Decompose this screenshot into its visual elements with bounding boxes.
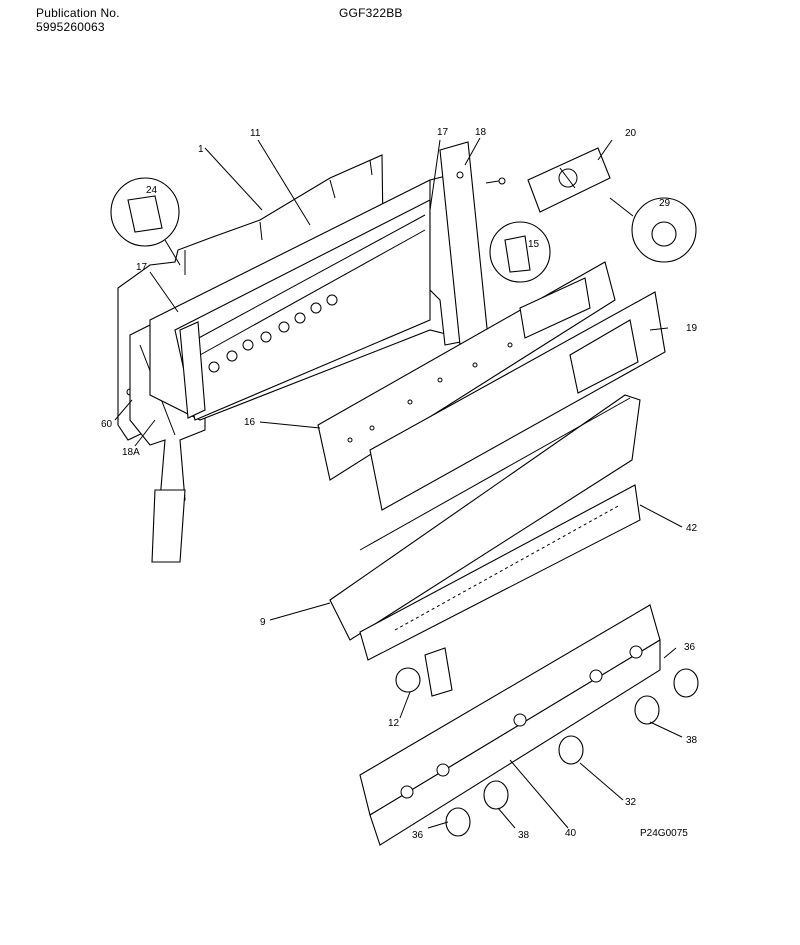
part-control-panel-40 xyxy=(359,604,661,846)
callout-labels: 1 11 17 18 20 24 15 29 17 19 60 18A 16 4… xyxy=(101,127,698,841)
part-overlay-19 xyxy=(369,291,666,511)
publication-number: 5995260063 xyxy=(36,20,105,34)
part-knob-29 xyxy=(609,197,697,263)
part-knob xyxy=(445,668,699,837)
callout-40: 40 xyxy=(565,828,577,839)
callout-29: 29 xyxy=(659,198,671,209)
callout-11: 11 xyxy=(250,128,261,139)
callout-42: 42 xyxy=(686,523,698,534)
callout-18: 18 xyxy=(475,127,487,138)
part-vent-strip-42 xyxy=(359,484,641,661)
callout-36-left: 36 xyxy=(412,830,424,841)
callout-32: 32 xyxy=(625,797,637,808)
callout-18a: 18A xyxy=(122,447,140,458)
part-spark-switch xyxy=(395,647,453,697)
callout-19: 19 xyxy=(686,323,698,334)
callout-17-left: 17 xyxy=(136,262,148,273)
callout-36-right: 36 xyxy=(684,642,696,653)
callout-1: 1 xyxy=(198,144,204,155)
part-side-bracket xyxy=(129,319,206,563)
callout-38-right: 38 xyxy=(686,735,698,746)
part-clip xyxy=(489,221,551,283)
callout-60: 60 xyxy=(101,419,113,430)
callout-12: 12 xyxy=(388,718,400,729)
callout-16: 16 xyxy=(244,417,256,428)
callout-24: 24 xyxy=(146,185,158,196)
callout-9: 9 xyxy=(260,617,266,628)
part-control-panel-16 xyxy=(317,261,616,481)
part-front-panel-9 xyxy=(329,394,641,641)
diagram-code: P24G0075 xyxy=(640,828,688,839)
callout-17: 17 xyxy=(437,127,449,138)
callout-15: 15 xyxy=(528,239,540,250)
publication-label: Publication No. xyxy=(36,6,120,20)
part-rocker-switch xyxy=(110,177,181,266)
leader-lines xyxy=(114,137,683,829)
part-clock-timer xyxy=(527,147,611,213)
callout-20: 20 xyxy=(625,128,637,139)
model-number: GGF322BB xyxy=(339,6,403,20)
callout-38-bottom: 38 xyxy=(518,830,530,841)
